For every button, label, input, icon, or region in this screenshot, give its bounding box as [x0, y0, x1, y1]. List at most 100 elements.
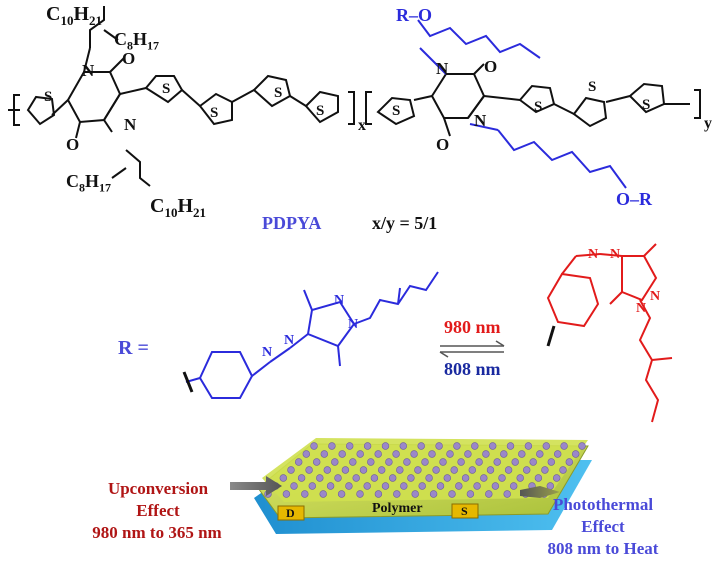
nanoparticle [552, 474, 561, 482]
nanoparticle [385, 458, 393, 466]
nanoparticle [471, 442, 479, 450]
photothermal-arrow [520, 486, 560, 498]
nanoparticle [356, 490, 364, 498]
nanoparticle [305, 466, 313, 474]
nanoparticle [432, 466, 440, 474]
photothermal-title: Photothermal [552, 495, 654, 514]
nanoparticle [421, 458, 429, 466]
nanoparticle [374, 490, 383, 498]
nanoparticle [331, 458, 339, 466]
atom-s-6: S [392, 103, 401, 119]
atom-o-1: O [122, 49, 136, 68]
nanoparticle [328, 442, 336, 450]
polymer-ratio: x/y = 5/1 [372, 213, 438, 233]
atom-s-1: S [44, 89, 53, 105]
nanoparticle [448, 490, 456, 498]
nanoparticle [473, 482, 481, 490]
nanoparticle [491, 482, 500, 490]
nanoparticle [345, 482, 353, 490]
nanoparticle [559, 466, 567, 474]
azo-trans-structure [185, 271, 439, 399]
upconversion-arrow [230, 476, 282, 496]
repeat-y: y [704, 115, 712, 132]
drain-electrode [277, 505, 305, 521]
nanoparticle [571, 450, 580, 458]
nanoparticle [417, 442, 425, 450]
atom-o-2: O [66, 135, 80, 154]
nanoparticle [439, 458, 447, 466]
nanoparticle [302, 450, 310, 458]
nanoparticle [503, 490, 511, 498]
nanoparticle [352, 474, 360, 482]
nanoparticle [457, 458, 465, 466]
nanoparticle [446, 450, 454, 458]
nanoparticle [316, 474, 324, 482]
nanoparticle [310, 442, 318, 450]
photothermal-range: 808 nm to Heat [547, 539, 659, 558]
reverse-wavelength: 808 nm [444, 359, 501, 379]
polymer-name: PDPYA [262, 213, 322, 233]
c10h21-bottom-label: C10H21 [150, 195, 207, 220]
nanoparticle [425, 474, 433, 482]
nanoparticle [378, 466, 386, 474]
nanoparticle [485, 490, 493, 498]
nanoparticle [455, 482, 463, 490]
nanoparticle [542, 442, 550, 450]
atom-s-3: S [210, 105, 219, 121]
c8h17-top-label: C8H17 [114, 29, 160, 53]
nanoparticle [482, 450, 490, 458]
nanoparticle [510, 482, 518, 490]
nanoparticle [578, 442, 586, 450]
nanoparticle [326, 482, 335, 490]
nanoparticle [436, 482, 445, 490]
nanoparticle [464, 450, 472, 458]
nanoparticle [287, 466, 295, 474]
atom-s-7: S [534, 99, 543, 115]
nanoparticle [359, 466, 368, 474]
upconversion-title: Upconversion [107, 479, 209, 498]
nanoparticle [565, 458, 573, 466]
nanoparticle [516, 474, 524, 482]
nanoparticle [319, 490, 327, 498]
nanoparticle [522, 466, 531, 474]
atom-n-4: N [474, 111, 487, 130]
nanoparticle [363, 482, 371, 490]
nanoparticle [486, 466, 495, 474]
nanoparticle [480, 474, 488, 482]
atom-n-3: N [436, 59, 449, 78]
nanoparticle [435, 442, 443, 450]
atom-s-8: S [588, 79, 597, 95]
cis-n-1: N [588, 247, 599, 262]
nanoparticle [313, 458, 321, 466]
azo-n-3: N [334, 293, 345, 308]
atom-n-1: N [82, 61, 95, 80]
atom-o-4: O [436, 135, 450, 154]
nanoparticle [443, 474, 451, 482]
atom-o-3: O [484, 57, 498, 76]
azo-n-4: N [348, 317, 359, 332]
nanoparticle [290, 482, 298, 490]
nanoparticle [534, 474, 543, 482]
nanoparticle [392, 450, 400, 458]
c8h17-bottom-label: C8H17 [66, 171, 112, 195]
polymer-layer-label: Polymer [372, 501, 423, 516]
nanoparticle [524, 442, 533, 450]
nanoparticle [367, 458, 375, 466]
atom-s-4: S [274, 85, 283, 101]
nanoparticle [363, 442, 372, 450]
nanoparticle [529, 458, 537, 466]
azo-n-1: N [262, 345, 273, 360]
nanoparticle [428, 450, 436, 458]
device-illustration [230, 438, 592, 534]
nanoparticle [295, 458, 303, 466]
equilibrium-arrows [439, 340, 505, 358]
azo-cis-bond-black [546, 325, 556, 347]
nanoparticle [518, 450, 526, 458]
nanoparticle [297, 474, 306, 482]
cis-n-3: N [650, 289, 661, 304]
polymer-x-unit [8, 6, 355, 187]
nanoparticle [475, 458, 483, 466]
nanoparticle [493, 458, 501, 466]
nanoparticle [547, 458, 555, 466]
